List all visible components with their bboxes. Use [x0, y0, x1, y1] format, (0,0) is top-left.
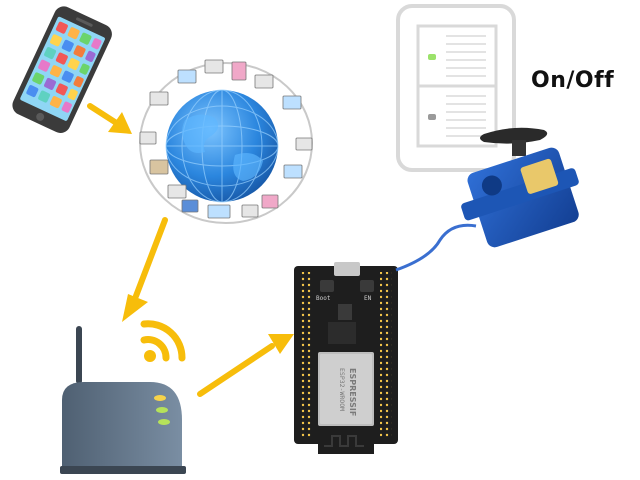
en-label: EN: [364, 295, 372, 302]
wifi-router-icon: [60, 326, 186, 474]
on-off-label: On/Off: [531, 68, 615, 93]
smartphone-icon: [12, 6, 112, 133]
arrow-phone-to-globe: [87, 103, 132, 134]
internet-globe-icon: [139, 59, 313, 224]
servo-wire: [395, 223, 477, 272]
arrow-router-to-board: [197, 334, 294, 397]
wall-switch-icon: [396, 4, 516, 172]
servo-motor-icon: [461, 127, 579, 248]
wifi-signal-icon: [140, 320, 186, 362]
module-model-label: ESP32-WROOM: [338, 368, 346, 411]
boot-label: Boot: [316, 295, 331, 302]
espressif-brand-label: ESPRESSIF: [348, 368, 357, 416]
arrow-globe-to-router: [122, 217, 168, 322]
esp32-board-icon: Boot EN ESPRESSIF ESP32-WROOM: [294, 262, 398, 454]
